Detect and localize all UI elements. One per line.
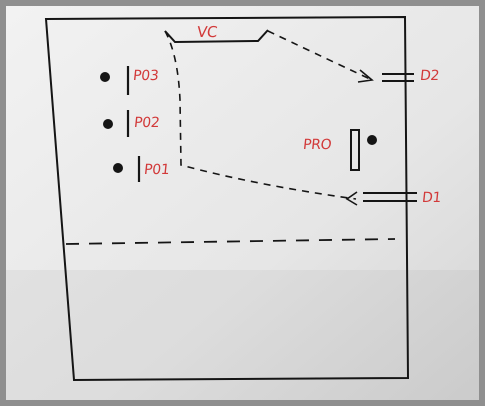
paper-sheet <box>6 6 479 400</box>
label-vc: VC <box>196 23 219 41</box>
label-pro: PRO <box>302 137 333 153</box>
label-d2: D2 <box>419 68 440 84</box>
door-d1-mark <box>363 192 417 202</box>
label-p02: P02 <box>133 115 161 131</box>
p02-fixture <box>103 110 130 137</box>
pro-fixture <box>350 129 377 171</box>
dashed-path-vc-d1 <box>164 30 357 200</box>
p03-fixture <box>100 66 130 95</box>
building-outline <box>44 15 410 382</box>
dashed-path-vc-d2 <box>267 30 371 80</box>
label-p03: P03 <box>132 68 160 84</box>
arrowhead-d1 <box>345 191 358 206</box>
label-p01: P01 <box>143 162 171 178</box>
dashed-divider <box>65 238 396 245</box>
arrowhead-d2 <box>357 69 374 83</box>
label-d1: D1 <box>421 190 442 206</box>
vc-fixture <box>164 29 269 44</box>
door-d2-mark <box>382 73 414 82</box>
p01-fixture <box>113 156 141 182</box>
